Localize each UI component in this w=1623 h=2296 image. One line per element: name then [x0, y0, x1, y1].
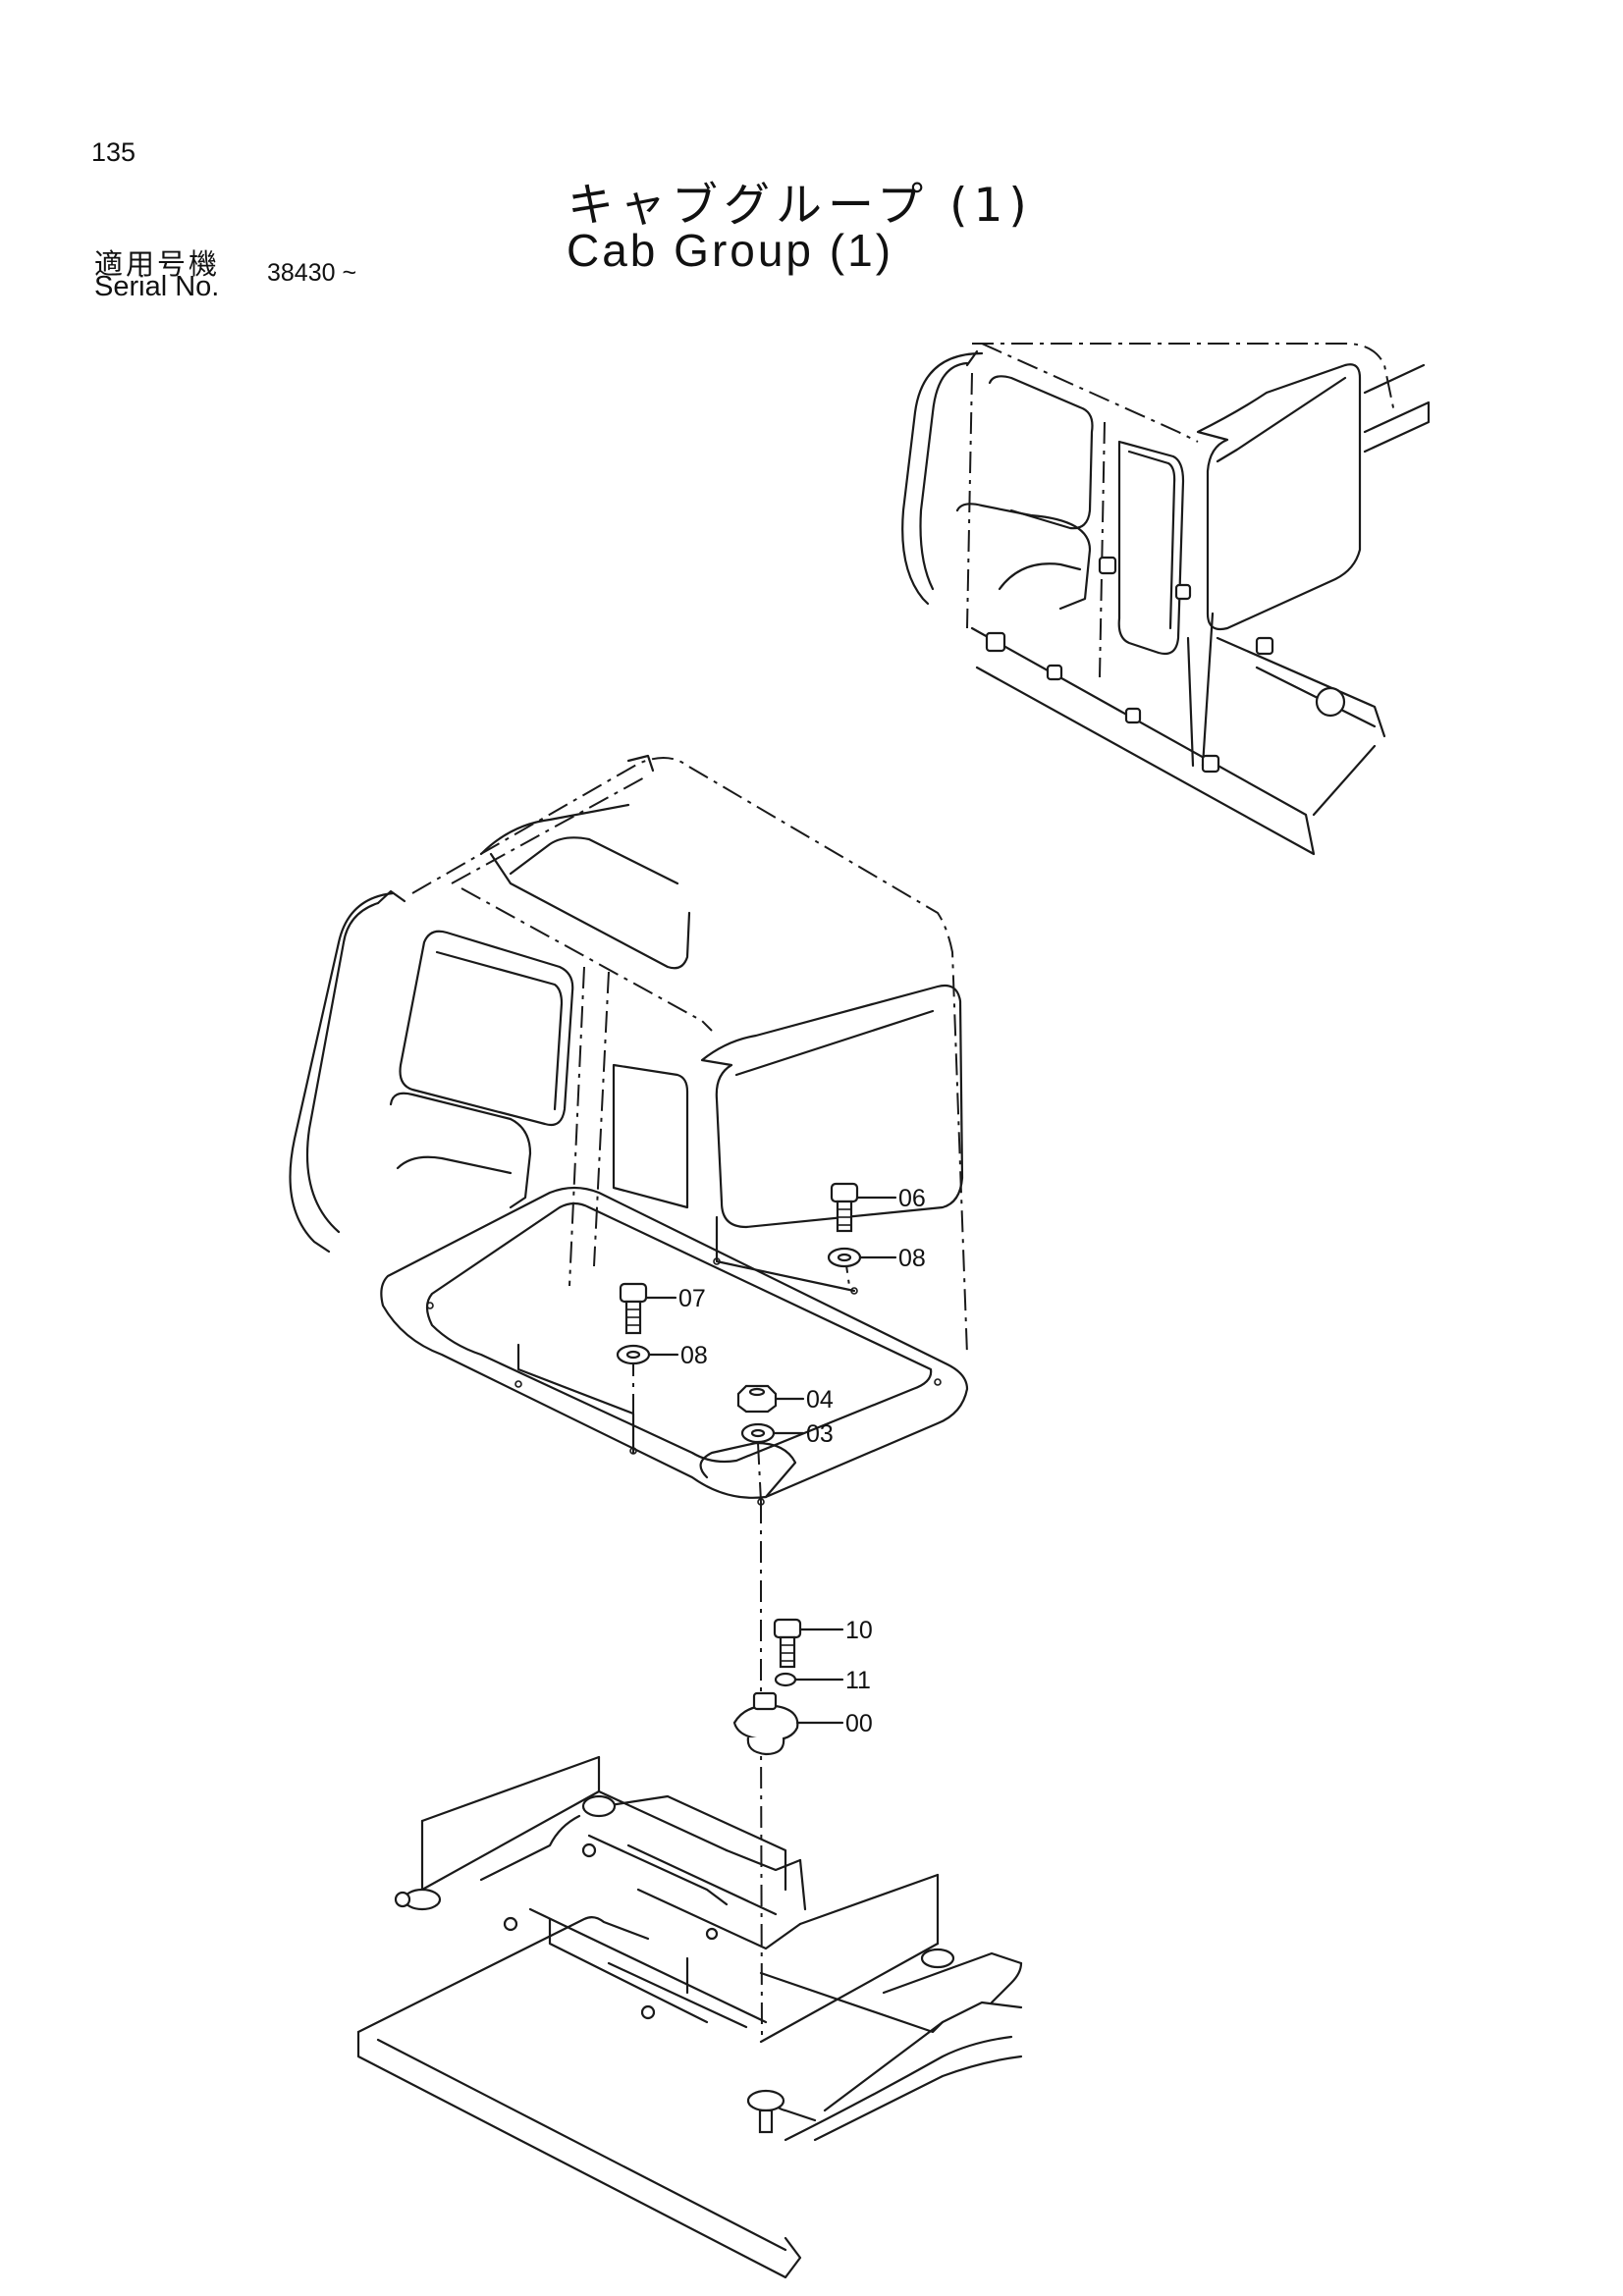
cab-body	[289, 754, 969, 1506]
base-frame	[356, 1755, 1023, 2279]
part-04-nut	[736, 1384, 805, 1414]
part-03-washer	[740, 1422, 805, 1444]
callout-08-b: 08	[680, 1342, 708, 1369]
part-07-bolt	[619, 1282, 677, 1335]
inset-cab-view	[901, 343, 1431, 856]
part-00-rubber-mount	[732, 1691, 844, 1756]
part-11-lock-washer	[774, 1672, 844, 1687]
callout-03: 03	[806, 1420, 834, 1448]
callout-00: 00	[845, 1710, 873, 1737]
part-10-bolt	[773, 1618, 844, 1669]
callout-labels: 06 08 07 08 04 03 10 11 00	[678, 1185, 926, 1737]
callout-11: 11	[845, 1667, 871, 1694]
title-japanese: キャブグループ (1)	[568, 179, 1033, 233]
title-english: Cab Group (1)	[567, 225, 894, 276]
serial-range: 38430 ~	[267, 259, 357, 287]
fastener-leader-lines	[632, 1251, 850, 2043]
page-number: 135	[91, 137, 136, 167]
callout-06: 06	[898, 1185, 926, 1212]
callout-04: 04	[806, 1386, 834, 1414]
part-06-bolt	[830, 1182, 897, 1233]
callout-08-a: 08	[898, 1245, 926, 1272]
serial-label-english: Serial No.	[94, 271, 220, 302]
callout-10: 10	[845, 1617, 873, 1644]
callout-07: 07	[678, 1285, 706, 1312]
part-08-washer-b	[616, 1344, 679, 1365]
serial-label-japanese: 適用号機	[94, 247, 221, 281]
part-08-washer-a	[827, 1247, 897, 1268]
